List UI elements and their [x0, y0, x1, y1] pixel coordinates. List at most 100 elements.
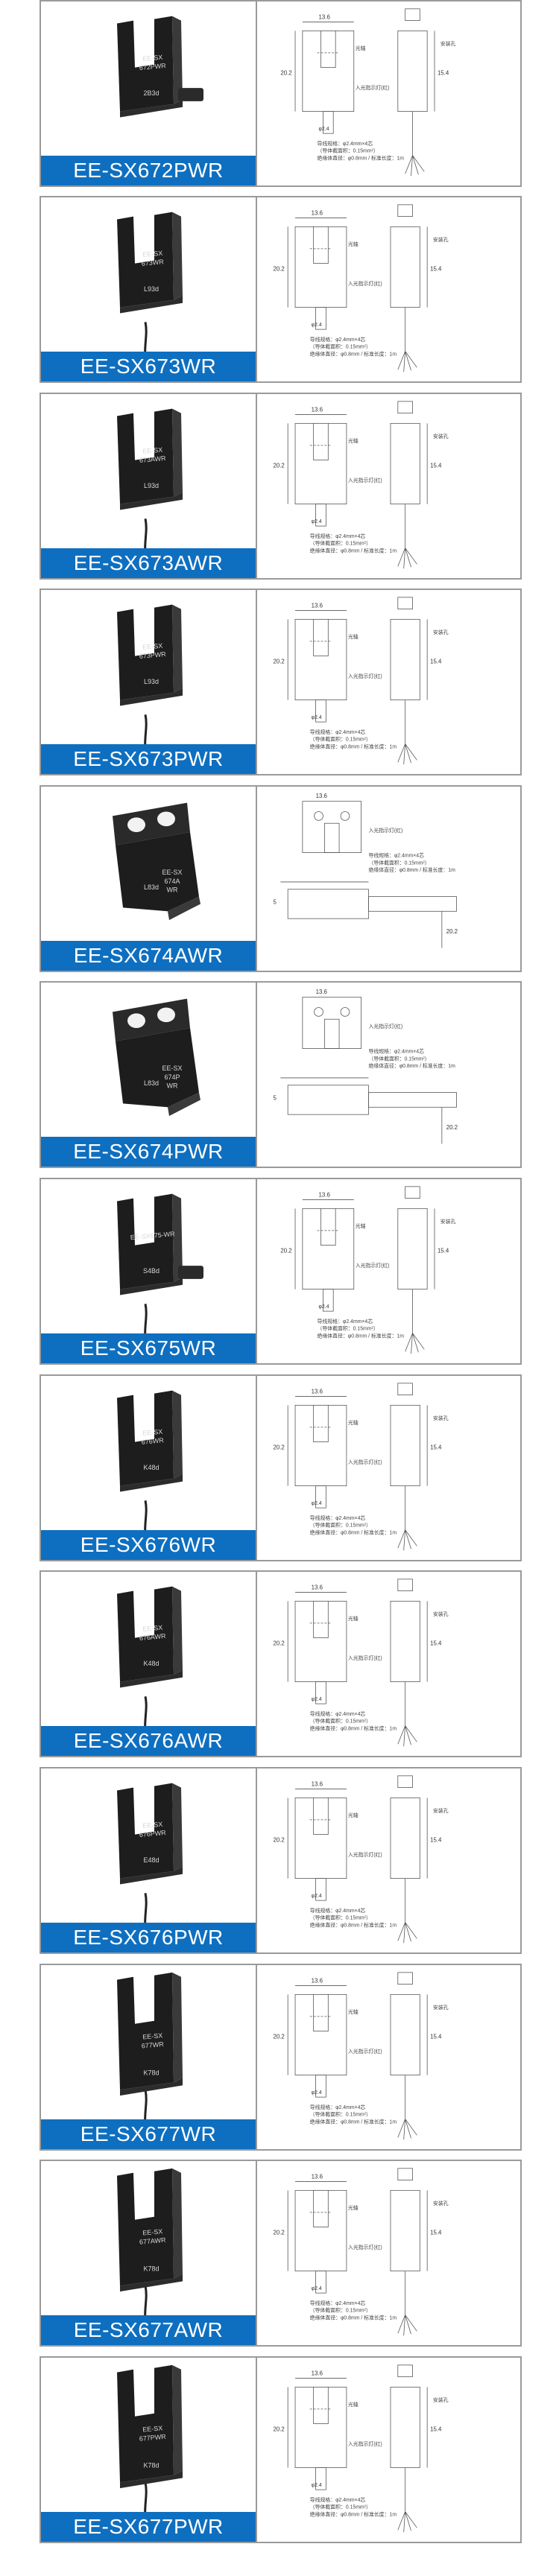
note-text: （导体截面积：0.15mm²） — [310, 2307, 371, 2314]
note-text: 光轴 — [356, 45, 366, 51]
date-code: K48d — [144, 1464, 160, 1471]
dim-label: 13.6 — [316, 793, 328, 799]
model-label: EE-SX675WR — [41, 1333, 256, 1363]
sensor-body — [117, 1972, 174, 2090]
model-label: EE-SX674AWR — [41, 941, 256, 971]
dim-label: 5 — [274, 1094, 277, 1101]
dimension-drawing — [294, 8, 435, 177]
slot-outline — [313, 2189, 329, 2227]
dim-label: 15.4 — [430, 1640, 442, 1646]
body-printed-text: EE-SX — [162, 1065, 183, 1072]
mounting-hole-left — [127, 1013, 145, 1029]
note-text: 导线规格：φ2.4mm×4芯 — [310, 2104, 366, 2110]
cable-leads — [397, 1878, 417, 1944]
side-view-outline — [390, 618, 420, 701]
cable-leads — [405, 1289, 425, 1354]
cable-boot — [323, 111, 334, 134]
top-view-outline — [397, 597, 413, 609]
note-text: 导线规格：φ2.4mm×4芯 — [310, 336, 366, 343]
sensor-body — [116, 1028, 199, 1108]
top-view-outline — [397, 2364, 413, 2377]
sensor-side — [172, 1783, 183, 1871]
note-text: （导体截面积：0.15mm²） — [368, 1055, 429, 1062]
note-text: 入光指示灯(红) — [348, 2048, 382, 2055]
note-text: 绝缘体直径：φ0.8mm / 标准长度：1m — [318, 1333, 405, 1339]
dim-label: 15.4 — [430, 1836, 442, 1843]
note-text: 入光指示灯(红) — [348, 1459, 382, 1465]
model-label: EE-SX677WR — [41, 2119, 256, 2149]
note-text: 绝缘体直径：φ0.8mm / 标准长度：1m — [310, 2315, 397, 2321]
body-printed-text: EE-SX — [142, 2227, 163, 2236]
note-text: 导线规格：φ2.4mm×4芯 — [310, 1514, 366, 1521]
cable-boot — [315, 307, 326, 330]
flange-outline — [368, 896, 457, 912]
sensor-body — [116, 832, 199, 912]
dim-label: 20.2 — [446, 1124, 458, 1131]
body-printed-text: 674A — [165, 878, 180, 885]
sensor-side — [172, 212, 183, 300]
cable-leads — [405, 111, 425, 177]
sensor-side — [172, 1193, 183, 1282]
body-printed-text: 677AWR — [139, 2236, 167, 2246]
dim-label: 20.2 — [274, 2033, 285, 2040]
date-code: 2B3d — [144, 89, 160, 97]
top-view-outline — [397, 204, 413, 217]
drawing-canvas: 13.6入光指示灯(红)导线规格：φ2.4mm×4芯（导体截面积：0.15mm²… — [274, 793, 458, 948]
dim-label: 15.4 — [430, 2426, 442, 2432]
cable-leads — [397, 699, 417, 765]
date-code: K78d — [144, 2069, 160, 2077]
body-printed-text: EE-SX — [142, 2031, 163, 2040]
note-text: （导体截面积：0.15mm²） — [318, 147, 379, 154]
sensor-body — [117, 2364, 174, 2483]
model-label: EE-SX677AWR — [41, 2315, 256, 2345]
sensor-side — [172, 1390, 183, 1479]
body-printed-text: EE-SX — [142, 1428, 163, 1437]
sensor-side — [168, 1092, 200, 1117]
cable-leads — [397, 2075, 417, 2140]
note-text: 光轴 — [348, 241, 359, 247]
body-printed-text: 676PWR — [139, 1829, 166, 1839]
note-text: 安装孔 — [433, 2200, 449, 2207]
top-view-outline — [405, 1186, 420, 1199]
note-text: 绝缘体直径：φ0.8mm / 标准长度：1m — [310, 351, 397, 358]
dim-label: 13.6 — [312, 1781, 323, 1788]
note-text: 安装孔 — [433, 2396, 449, 2403]
cable-leads — [397, 2467, 417, 2533]
body-printed-text: 676AWR — [139, 1632, 167, 1642]
dimension-drawing — [287, 2168, 428, 2336]
dimension-drawing — [287, 204, 428, 372]
dim-label: φ2.4 — [312, 1697, 322, 1702]
dim-label: 13.6 — [312, 1389, 323, 1395]
dim-label: 15.4 — [430, 658, 442, 664]
dim-label: 20.2 — [274, 2426, 285, 2432]
flange-outline — [368, 1092, 457, 1108]
note-text: 光轴 — [348, 1419, 359, 1426]
cable-boot — [315, 1485, 326, 1509]
sensor-side — [172, 2364, 183, 2475]
note-text: 导线规格：φ2.4mm×4芯 — [310, 729, 366, 735]
body-printed-text: 672PWR — [139, 62, 166, 72]
hole-left — [314, 811, 323, 821]
body-printed-text: EE-SX — [142, 2424, 163, 2433]
dim-label: φ2.4 — [312, 323, 322, 328]
note-text: 入光指示灯(红) — [348, 1851, 382, 1858]
side-view-outline — [390, 1600, 420, 1683]
